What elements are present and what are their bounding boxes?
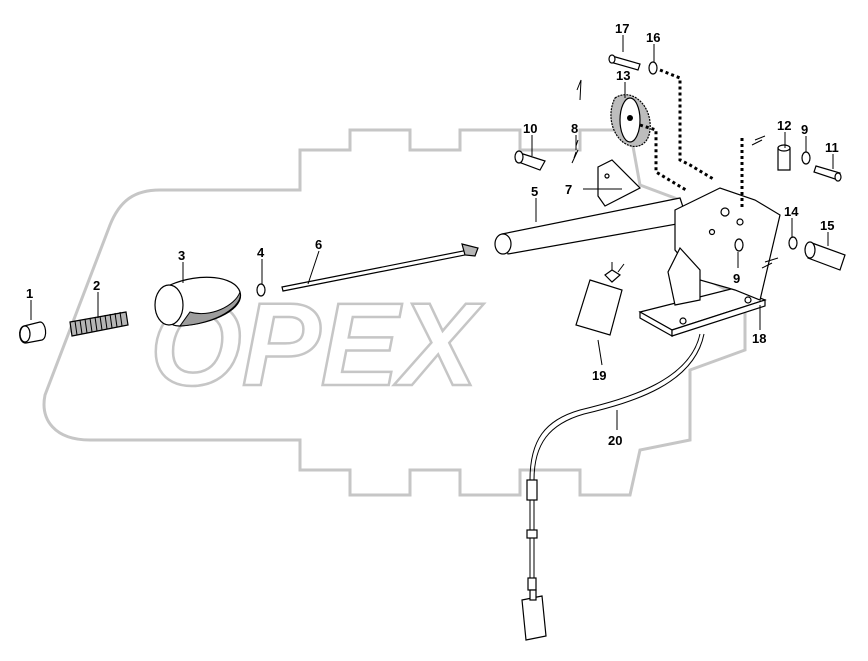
callout-19: 19 [592,368,606,383]
callout-3: 3 [178,248,185,263]
part-18-bracket [638,187,781,338]
callout-12: 12 [777,118,791,133]
callout-8: 8 [571,121,578,136]
part-20-cable [521,333,705,641]
callout-9-top: 9 [801,122,808,137]
part-5-lever [494,197,689,255]
assembly-line-a [659,68,716,182]
leader-lines [30,35,834,430]
part-16-washer [648,61,658,75]
part-15-pin [804,241,846,271]
part-3-knob [154,276,242,327]
callout-1: 1 [26,286,33,301]
part-6-rod [281,243,479,292]
callout-7: 7 [565,182,572,197]
part-10-pin [514,150,546,171]
callout-9-bottom: 9 [733,271,740,286]
part-1-cap [19,321,47,344]
part-2-spring [69,311,129,337]
callout-6: 6 [315,237,322,252]
assembly-line-b [639,123,687,192]
callout-13: 13 [616,68,630,83]
part-cotter-pin-bottom [761,257,779,269]
part-17-pin [608,54,641,71]
part-9-washer-top [801,151,811,165]
part-9-washer-bottom [734,238,744,252]
callout-5: 5 [531,184,538,199]
part-19-switch [575,262,625,336]
callout-labels: 1 2 3 4 5 6 7 8 9 9 10 11 12 13 14 15 16… [26,21,839,448]
callout-18: 18 [752,331,766,346]
callout-15: 15 [820,218,834,233]
part-4-washer [256,283,266,297]
callout-20: 20 [608,433,622,448]
part-cotter-pin-top [751,135,766,146]
part-13-gear [576,79,651,147]
callout-4: 4 [257,245,265,260]
part-7-pawl [571,139,642,207]
callout-10: 10 [523,121,537,136]
callout-14: 14 [784,204,799,219]
callout-16: 16 [646,30,660,45]
callout-2: 2 [93,278,100,293]
part-14-washer [788,236,798,250]
callout-11: 11 [825,140,839,155]
part-12-bushing [777,144,791,171]
part-11-bolt [813,165,842,182]
callout-17: 17 [615,21,629,36]
